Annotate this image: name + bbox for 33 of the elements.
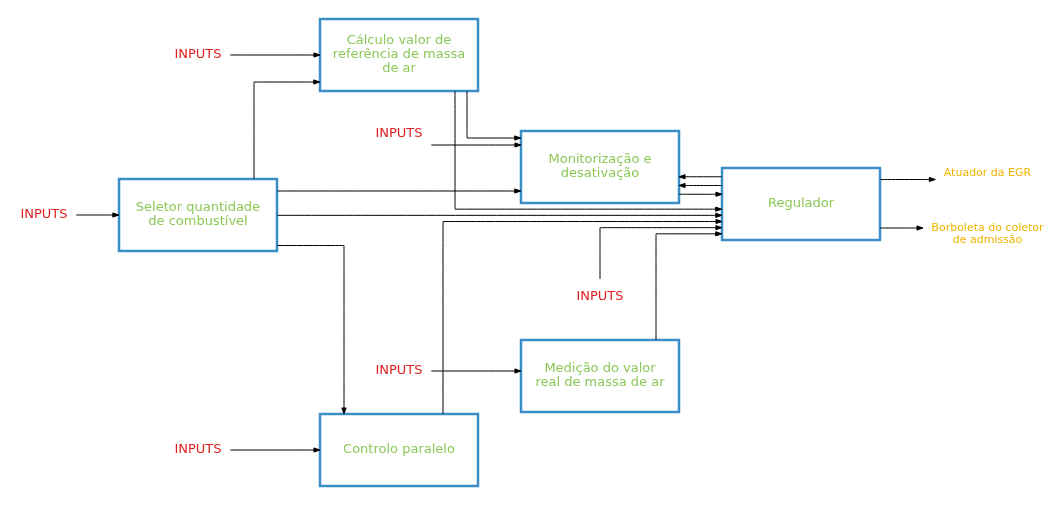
node-text: INPUTS — [375, 125, 423, 141]
node-text: INPUTS — [20, 206, 68, 222]
arrow — [599, 225, 723, 280]
arrow — [276, 188, 522, 194]
node-box: Cálculo valor de referência de massa de ar — [318, 17, 480, 93]
node-text: Atuador da EGR — [943, 165, 1032, 179]
node-box: Monitorização e desativação — [519, 129, 681, 205]
node-box: Controlo paralelo — [318, 412, 480, 488]
node-text: INPUTS — [174, 441, 222, 457]
node-text: INPUTS — [576, 288, 624, 304]
arrow — [276, 212, 723, 218]
node-text: INPUTS — [174, 46, 222, 62]
arrow — [655, 231, 723, 341]
arrow — [879, 225, 924, 231]
arrow — [466, 90, 522, 141]
arrow — [678, 191, 723, 197]
arrow — [454, 90, 723, 212]
arrow — [229, 447, 321, 453]
node-box: Regulador — [720, 166, 882, 242]
arrow — [430, 368, 522, 374]
arrow — [430, 142, 522, 148]
arrow — [253, 79, 321, 180]
arrow — [75, 212, 120, 218]
arrow — [678, 174, 723, 180]
arrow — [678, 182, 723, 189]
arrow — [229, 52, 321, 58]
arrow — [276, 245, 347, 415]
node-box: Medição do valor real de massa de ar — [519, 338, 681, 414]
node-text: Borboleta do coletor de admissão — [931, 220, 1044, 246]
node-box: Seletor quantidade de combustível — [117, 177, 279, 253]
arrow — [879, 176, 936, 183]
node-text: INPUTS — [375, 362, 423, 378]
arrow — [442, 218, 723, 415]
